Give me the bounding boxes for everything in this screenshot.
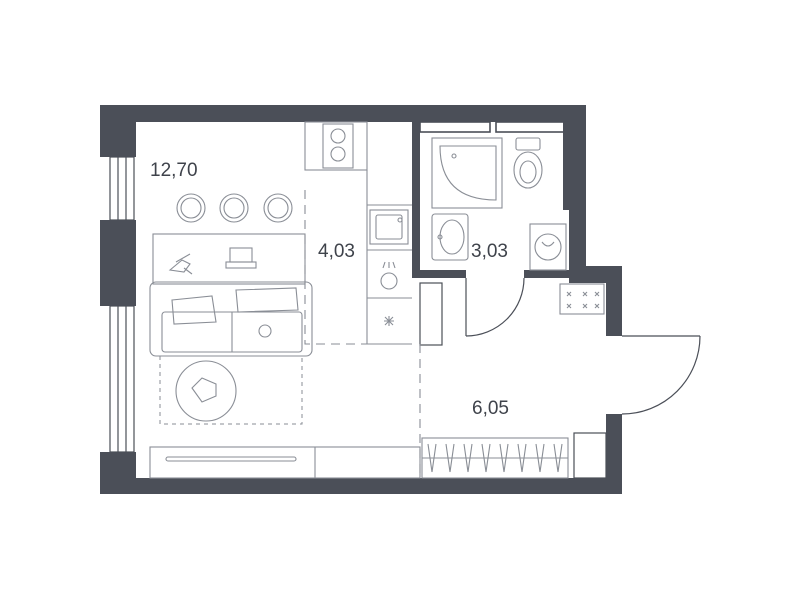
toilet-icon (513, 137, 543, 189)
wardrobe (421, 437, 569, 479)
kitchen-area-label: 4,03 (318, 241, 355, 262)
sofa (149, 281, 313, 357)
cooktop-icon (322, 123, 354, 169)
hallway-area-label: 6,05 (472, 398, 509, 419)
window-upper (109, 156, 135, 221)
entrance-door[interactable] (621, 335, 701, 415)
inner-walls (412, 121, 607, 479)
bathroom-area-label: 3,03 (471, 241, 508, 262)
bathroom-sink-icon (431, 213, 469, 261)
laptop-icon (225, 247, 257, 269)
outer-walls (100, 105, 622, 494)
kitchen-counter (304, 121, 412, 345)
electrical-panel-icon (559, 283, 605, 315)
rug (159, 355, 303, 425)
tv-unit (149, 446, 421, 479)
shower-icon (431, 137, 503, 209)
living-area-label: 12,70 (150, 160, 198, 181)
bar-counter (152, 233, 306, 285)
washing-machine-icon (529, 223, 567, 271)
bathroom-door[interactable] (465, 277, 525, 337)
kitchen-sink-icon (369, 209, 409, 245)
plant-icon (168, 253, 193, 275)
fridge-icon (384, 316, 394, 326)
bar-stools (176, 193, 293, 223)
window-lower (109, 305, 135, 453)
coffee-table (175, 360, 237, 422)
kitchen-zone-boundary (304, 190, 367, 345)
dishwasher-icon (380, 261, 398, 290)
